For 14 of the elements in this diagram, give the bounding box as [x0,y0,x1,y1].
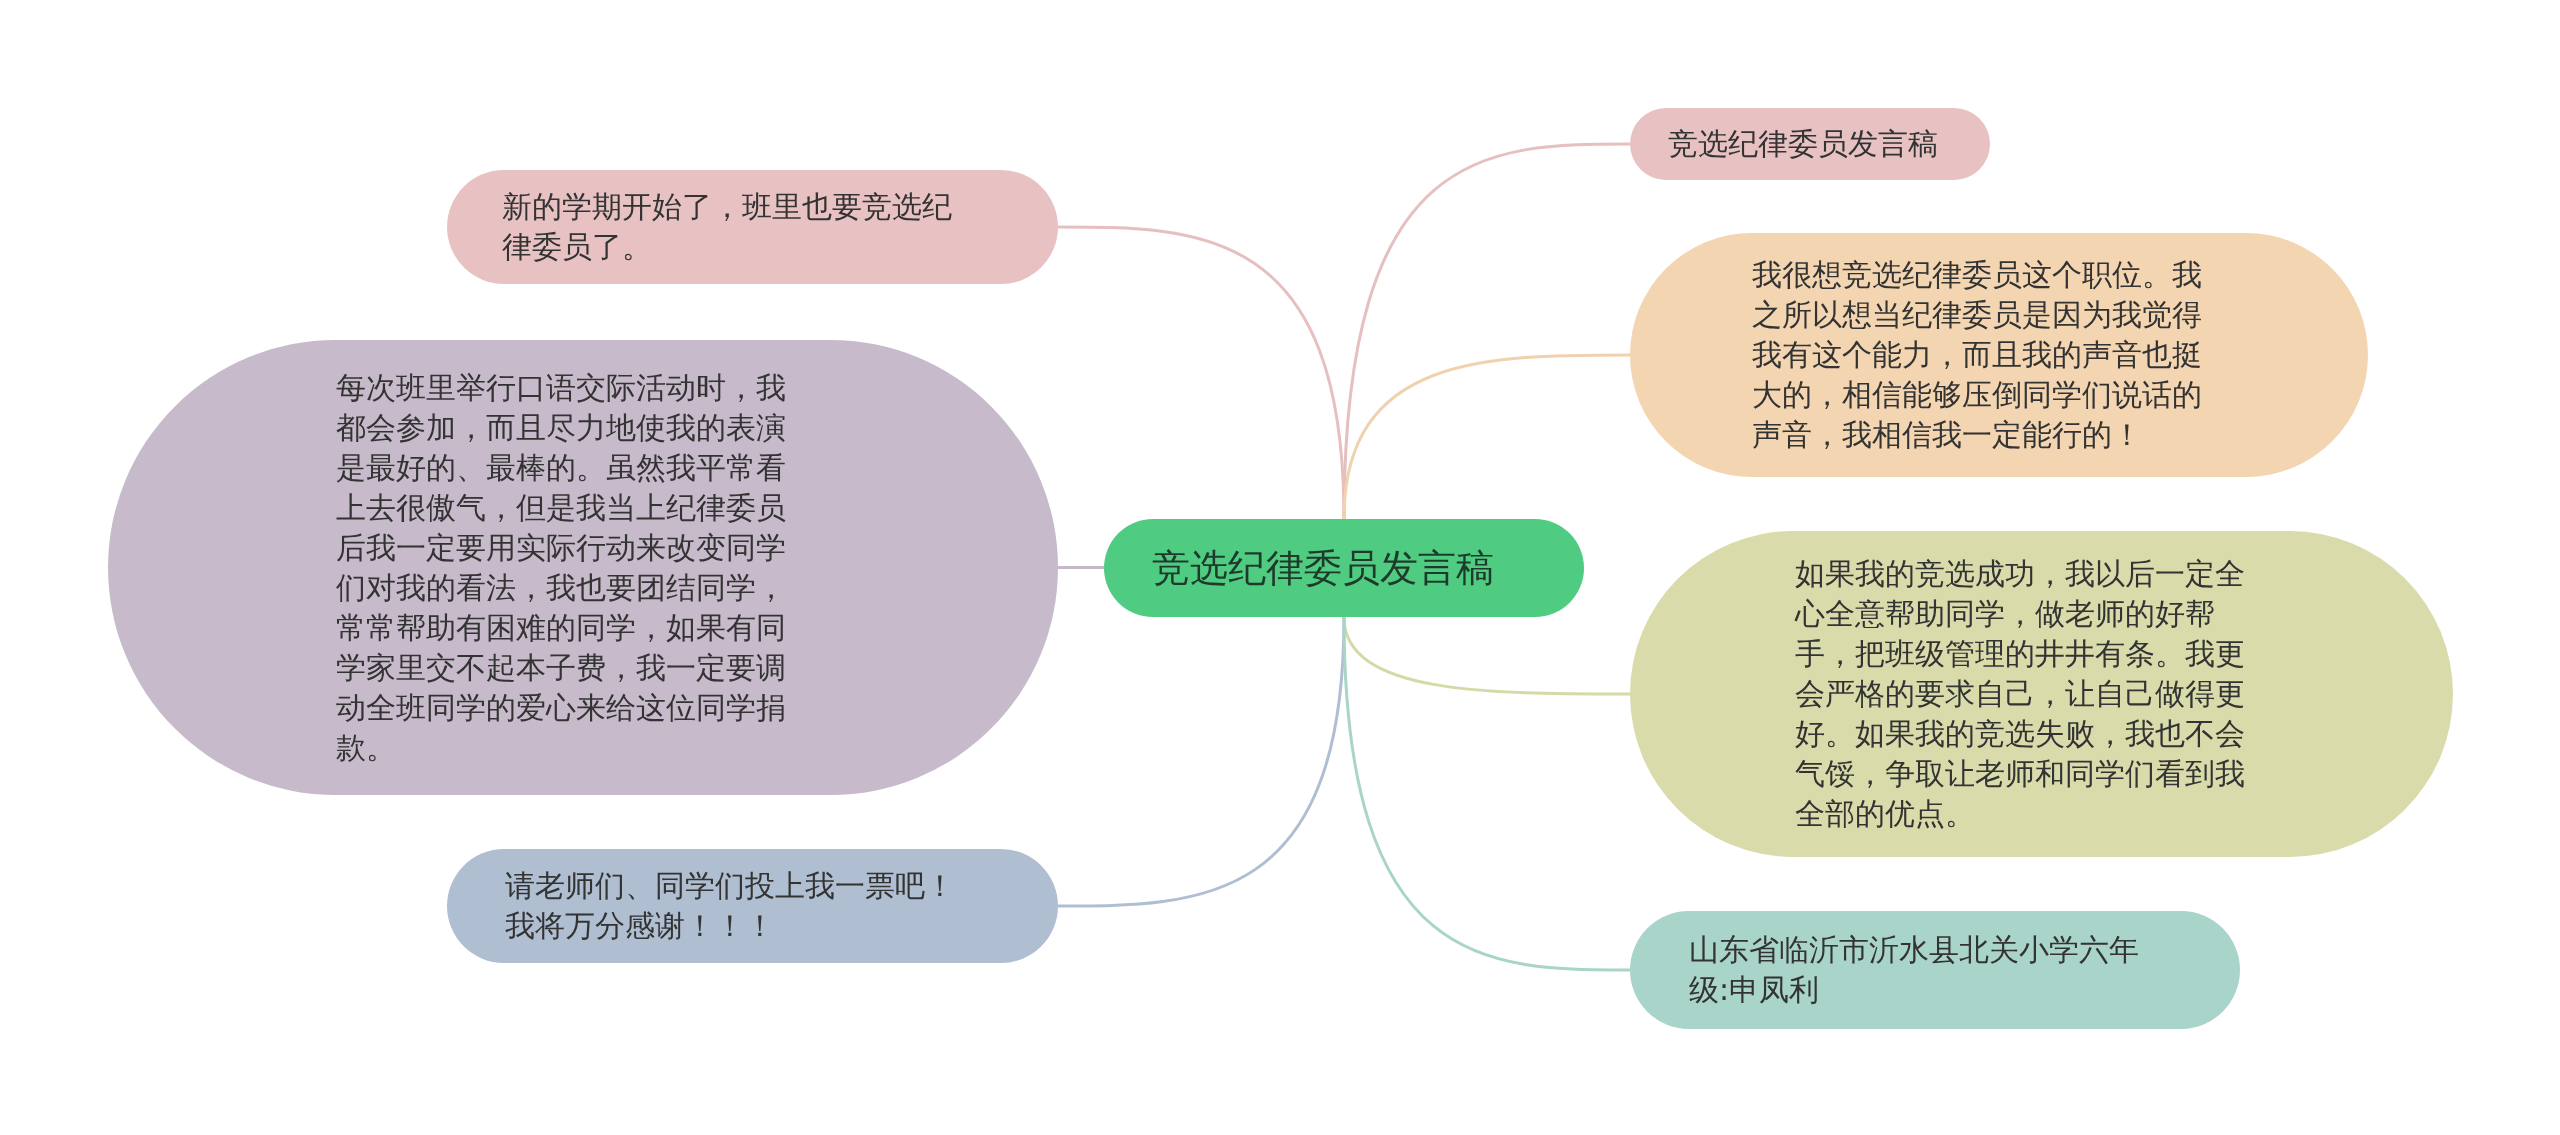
topic-text: 请老师们、同学们投上我一票吧！我将万分感谢！！！ [505,867,956,945]
branch-line [1058,566,1104,569]
topic-text: 竞选纪律委员发言稿 [1152,548,1494,588]
branch-line [1058,225,1346,520]
branch-line [1342,616,1630,972]
topic-text: 竞选纪律委员发言稿 [1668,125,1938,163]
branch-line [1058,616,1346,908]
branch-line [1342,353,1630,520]
branch-line [1342,142,1630,520]
topic-text: 每次班里举行口语交际活动时，我都会参加，而且尽力地使我的表演是最好的、最棒的。虽然我平常看上去很傲气，但是我当上纪律委员后我一定要用实际行动来改变同学们对我的看法，我也要团结同学，常常帮助有困难的同学，如果有同学家里交不起本子费，我一定要调动全班同学的爱心来给这位同学捐款。 [336,368,787,767]
topic-text: 我很想竞选纪律委员这个职位。我之所以想当纪律委员是因为我觉得我有这个能力，而且我的声音也挺大的，相信能够压倒同学们说话的声音，我相信我一定能行的！ [1752,256,2203,454]
topic-text: 新的学期开始了，班里也要竞选纪律委员了。 [502,188,953,266]
topic-text: 如果我的竞选成功，我以后一定全心全意帮助同学，做老师的好帮手，把班级管理的井井有条。我更会严格的要求自己，让自己做得更好。如果我的竞选失败，我也不会气馁，争取让老师和同学们看到我全部的优点。 [1795,555,2246,833]
topic-text: 山东省临沂市沂水县北关小学六年级:申凤利 [1689,931,2140,1009]
